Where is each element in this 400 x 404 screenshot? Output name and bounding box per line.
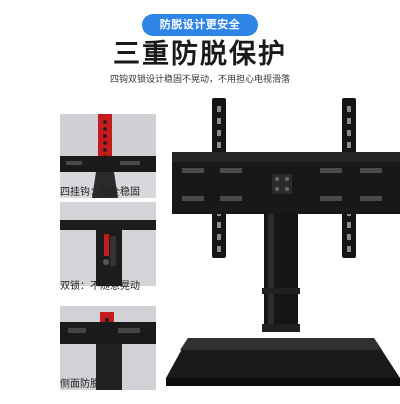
horizontal-mount-plate [172,152,400,214]
red-lock-pin [104,234,109,256]
glass-base [166,338,400,386]
safety-badge: 防脱设计更安全 [142,14,258,36]
lock-closeup-image [60,202,156,286]
tv-stand-illustration [160,88,400,400]
hook-closeup-image [60,114,156,198]
baffle-closeup-image [60,306,156,390]
feature-caption-locks: 双锁：不随意晃动 [60,281,140,292]
red-bracket-arm [98,114,112,166]
stand-column [262,214,300,332]
feature-caption-baffle: 侧面防脱挡板 [60,379,120,390]
page-subtitle: 四钩双锁设计稳固不晃动，不用担心电视滑落 [109,75,290,85]
feature-caption-hooks: 四挂钩：安全稳固 [60,187,140,198]
page-title: 三重防脱保护 [113,39,287,70]
